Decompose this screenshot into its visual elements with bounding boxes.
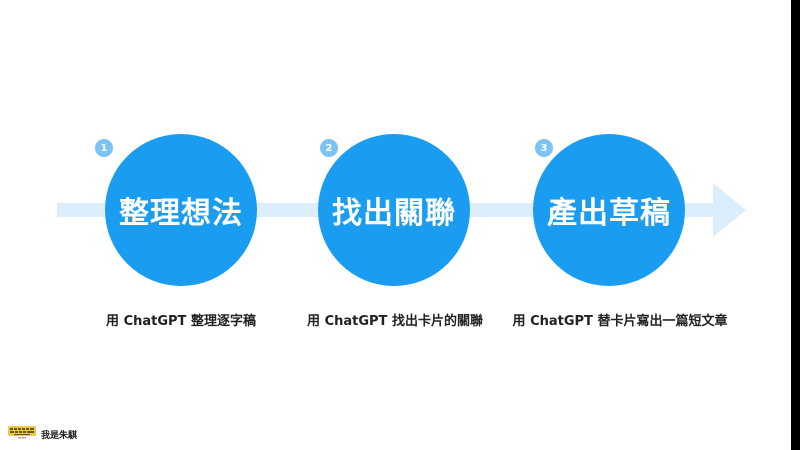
step-3-circle: 產出草稿 <box>533 134 685 286</box>
step-3-title: 產出草稿 <box>547 196 671 231</box>
step-3-description: 用 ChatGPT 替卡片寫出一篇短文章 <box>512 314 728 329</box>
arrow-head <box>713 183 746 237</box>
step-3-number-badge: 3 <box>535 139 553 157</box>
step-2-number-badge: 2 <box>320 139 338 157</box>
step-1-number-badge: 1 <box>95 139 113 157</box>
step-1-number: 1 <box>100 142 108 154</box>
step-2-title: 找出關聯 <box>332 196 456 231</box>
step-1-description: 用 ChatGPT 整理逐字稿 <box>106 314 256 329</box>
step-2-number: 2 <box>325 142 333 154</box>
author-name: 我是朱騏 <box>41 431 78 441</box>
step-3-number: 3 <box>540 142 548 154</box>
step-1-circle: 整理想法 <box>105 134 257 286</box>
keyboard-logo-icon <box>8 426 36 439</box>
step-1-title: 整理想法 <box>119 196 243 231</box>
step-2-circle: 找出關聯 <box>318 134 470 286</box>
step-2-description: 用 ChatGPT 找出卡片的關聯 <box>307 314 483 329</box>
